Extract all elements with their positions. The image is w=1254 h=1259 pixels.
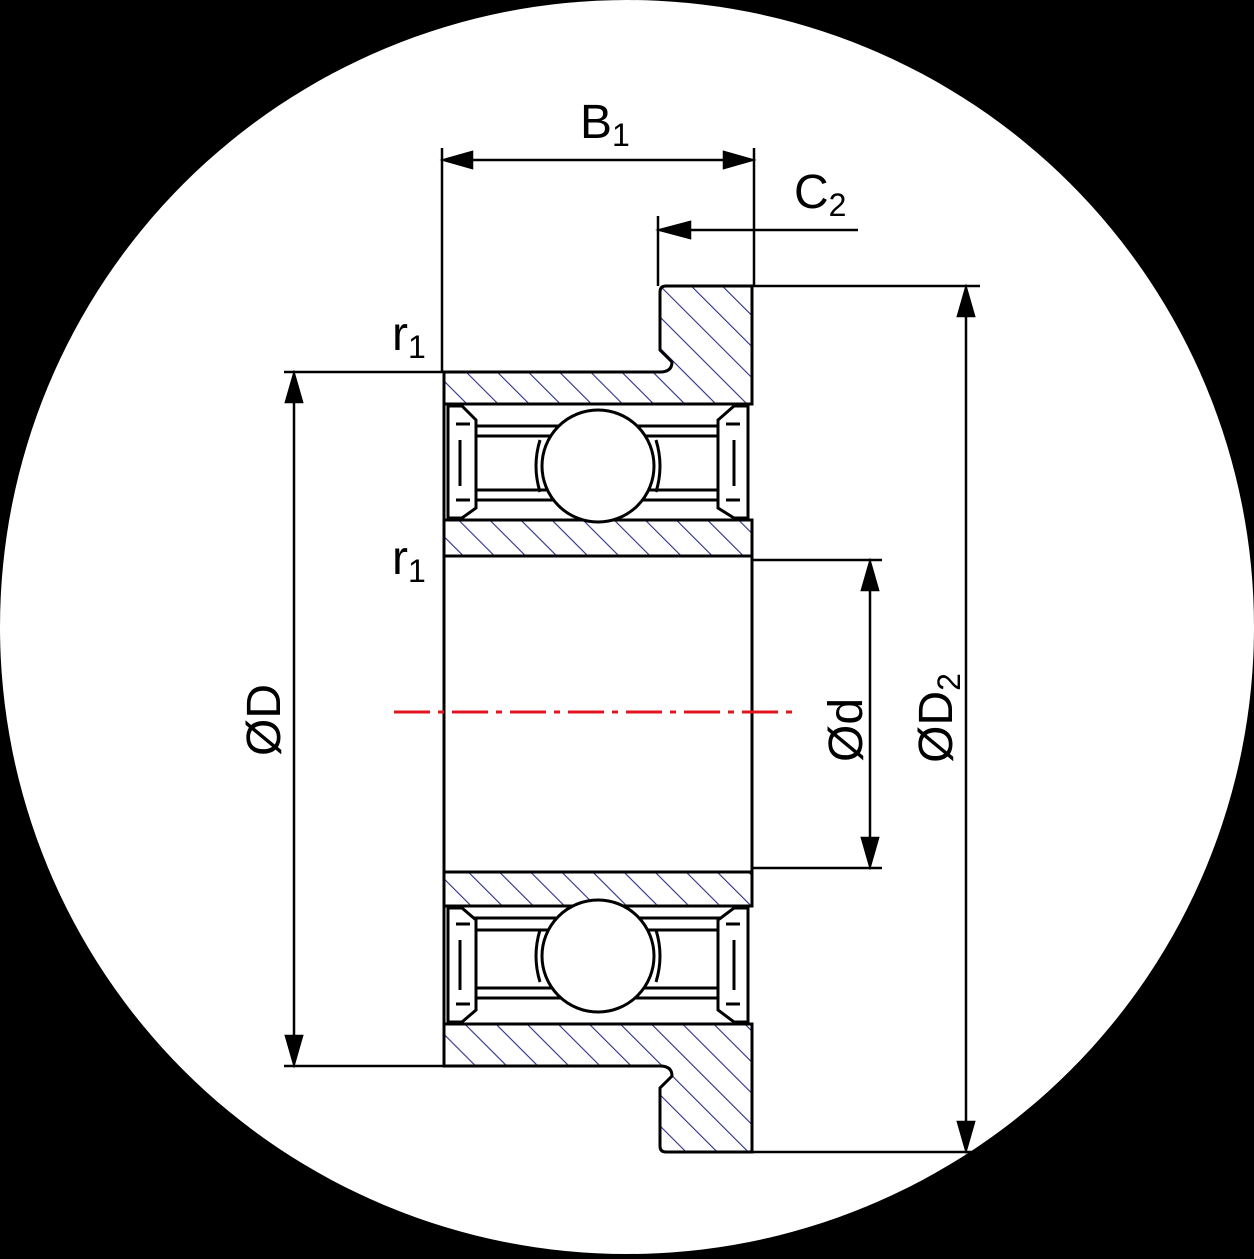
bore-outline [442,372,754,1066]
seal-left-top [446,404,478,520]
dimension-lines [284,148,980,1155]
inner-ring-top [442,518,754,558]
bearing-section-top [442,284,754,558]
label-c2: C2 [794,166,846,223]
label-bore-diameter: Ød [820,698,873,762]
label-r1-top: r1 [392,308,426,365]
label-flange-diameter: ØD2 [910,673,967,763]
ball-top [540,408,656,524]
label-outer-diameter: ØD [238,684,291,756]
label-b1: B1 [580,96,630,153]
bearing-section-bottom [442,870,754,1154]
outer-ring-bottom [442,1022,754,1154]
outer-ring-top [442,284,754,406]
seal-left-bottom [446,906,478,1024]
ball-bottom [540,898,656,1014]
label-r1-bottom: r1 [392,532,426,589]
